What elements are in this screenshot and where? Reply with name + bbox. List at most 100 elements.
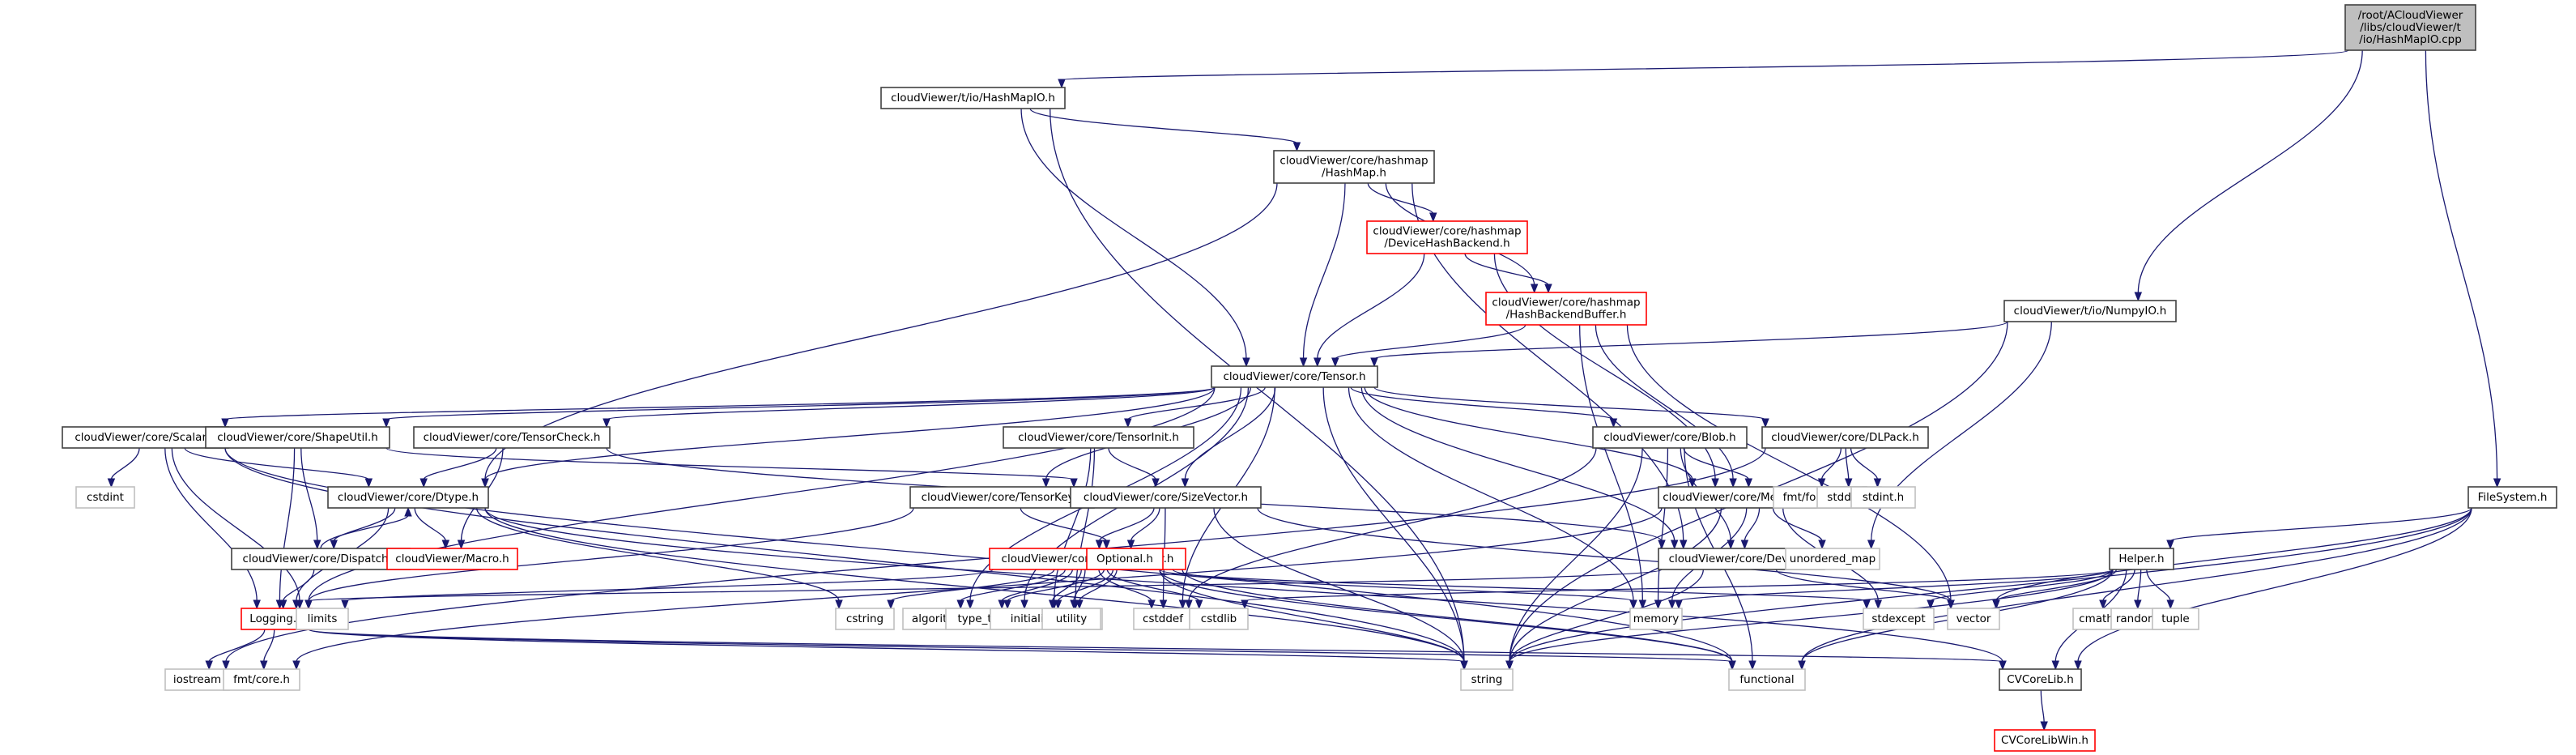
- edge-sizevector-to-optional: [1126, 507, 1160, 550]
- arrowhead-icon: [1629, 599, 1637, 610]
- edge-line: [423, 447, 497, 480]
- arrowhead-icon: [2166, 599, 2174, 610]
- node-box: [223, 668, 300, 691]
- edge-line: [1657, 447, 1669, 602]
- arrowhead-icon: [1003, 599, 1011, 610]
- arrowhead-icon: [1873, 478, 1882, 488]
- edge-shapeutil-to-logging: [275, 447, 296, 610]
- node-tensor[interactable]: cloudViewer/core/Tensor.h: [1211, 365, 1378, 388]
- edge-dtype-to-dispatch: [330, 507, 396, 550]
- node-label: /root/ACloudViewer: [2358, 9, 2463, 22]
- edge-smallvector-to-type_traits: [998, 569, 1073, 610]
- arrowhead-icon: [419, 478, 428, 488]
- edge-helper-to-stdexcept: [1927, 569, 2114, 610]
- edge-line: [110, 447, 140, 480]
- edge-line: [1678, 569, 2114, 602]
- edge-line: [385, 386, 1216, 420]
- node-macro[interactable]: cloudViewer/Macro.h: [386, 548, 518, 570]
- node-blob[interactable]: cloudViewer/core/Blob.h: [1592, 426, 1748, 449]
- node-dlpack[interactable]: cloudViewer/core/DLPack.h: [1761, 426, 1929, 449]
- arrowhead-icon: [998, 599, 1006, 610]
- node-shapeutil[interactable]: cloudViewer/core/ShapeUtil.h: [205, 426, 390, 449]
- edge-line: [1130, 507, 1160, 542]
- node-fmtcore: fmt/core.h: [223, 668, 300, 691]
- node-cvcorelib[interactable]: CVCoreLib.h: [1999, 668, 2082, 691]
- node-dispatch[interactable]: cloudViewer/core/Dispatch.h: [231, 548, 411, 570]
- node-box: [1211, 365, 1378, 388]
- node-box: [880, 87, 1066, 109]
- node-hashmapio[interactable]: cloudViewer/t/io/HashMapIO.h: [880, 87, 1066, 109]
- edge-optional-to-initializer_list: [1054, 569, 1114, 610]
- edge-line: [300, 447, 318, 542]
- node-box: [1086, 548, 1164, 570]
- edge-optional-to-type_traits: [1003, 569, 1105, 610]
- edge-devicehash-to-hashbuffer: [1464, 253, 1552, 294]
- arrowhead-icon: [1999, 660, 2007, 671]
- edge-dlpack-to-stddef: [1845, 447, 1853, 488]
- node-numpyio[interactable]: cloudViewer/t/io/NumpyIO.h: [2003, 300, 2177, 322]
- edge-devicehash-to-tensor: [1314, 253, 1425, 368]
- edge-dtype-to-cstring: [475, 507, 843, 610]
- node-sizevector[interactable]: cloudViewer/core/SizeVector.h: [1070, 486, 1262, 509]
- edge-blob-to-cstddef: [1185, 447, 1597, 610]
- node-cstdlib: cstdlib: [1189, 608, 1249, 630]
- arrowhead-icon: [2074, 660, 2082, 671]
- edge-memorymanager-to-device: [1740, 507, 1761, 550]
- node-tensorinit[interactable]: cloudViewer/core/TensorInit.h: [1003, 426, 1194, 449]
- node-box: [1728, 668, 1806, 691]
- node-cvcorelibwin[interactable]: CVCoreLibWin.h: [1994, 729, 2096, 752]
- node-box: [1629, 608, 1683, 630]
- edge-numpyio-to-unordered_map: [1867, 321, 2052, 550]
- edge-helper-to-random: [2134, 569, 2142, 610]
- node-iostream: iostream: [164, 668, 230, 691]
- node-hashmap[interactable]: cloudViewer/core/hashmap/HashMap.h: [1273, 150, 1435, 184]
- node-dtype[interactable]: cloudViewer/core/Dtype.h: [327, 486, 489, 509]
- arrowhead-icon: [260, 660, 268, 671]
- arrowhead-icon: [887, 599, 895, 610]
- node-optional[interactable]: Optional.h: [1086, 548, 1164, 570]
- node-label: cloudViewer/core/SizeVector.h: [1084, 491, 1248, 504]
- edge-line: [208, 629, 266, 663]
- node-devicehash[interactable]: cloudViewer/core/hashmap/DeviceHashBacke…: [1366, 220, 1528, 254]
- node-label: cloudViewer/core/Blob.h: [1603, 431, 1735, 444]
- node-box: [205, 426, 390, 449]
- edge-line: [1029, 108, 1298, 144]
- node-filesystem[interactable]: FileSystem.h: [2467, 486, 2557, 509]
- arrowhead-icon: [1041, 478, 1050, 488]
- edge-blob-to-memory: [1654, 447, 1669, 610]
- node-box: [296, 608, 349, 630]
- edge-line: [1001, 569, 1073, 602]
- node-utility: utility: [1041, 608, 1101, 630]
- edge-line: [1579, 324, 1643, 602]
- edge-optional-to-stdexcept: [1159, 569, 1871, 610]
- edge-tensor-to-sizevector: [1181, 386, 1276, 488]
- node-tensorcheck[interactable]: cloudViewer/core/TensorCheck.h: [413, 426, 611, 449]
- edge-line: [184, 447, 369, 480]
- node-label: cloudViewer/core/Device.h: [1669, 552, 1815, 565]
- arrowhead-icon: [1124, 418, 1132, 429]
- edge-line: [1626, 324, 1952, 602]
- edge-line: [1020, 507, 1107, 542]
- arrowhead-icon: [1242, 357, 1250, 368]
- node-label: CVCoreLibWin.h: [2001, 734, 2088, 747]
- edge-dlpack-to-fmtformat: [1817, 447, 1842, 488]
- node-box: [2467, 486, 2557, 509]
- edge-line: [1775, 569, 1952, 602]
- arrowhead-icon: [2099, 599, 2107, 610]
- edge-line: [320, 514, 409, 549]
- edge-line: [1098, 569, 1152, 602]
- arrowhead-icon: [1429, 212, 1437, 223]
- node-hashbuffer[interactable]: cloudViewer/core/hashmap/HashBackendBuff…: [1485, 292, 1647, 326]
- edge-dlpack-to-stdint: [1850, 447, 1882, 488]
- node-helper[interactable]: Helper.h: [2109, 548, 2174, 570]
- edge-line: [606, 386, 1216, 420]
- node-scalar[interactable]: cloudViewer/core/Scalar.h: [62, 426, 229, 449]
- arrowhead-icon: [404, 506, 412, 517]
- edge-line: [308, 507, 914, 602]
- edge-logging-to-iostream: [205, 629, 266, 671]
- edge-line: [475, 507, 840, 602]
- edge-hashmap-to-devicehash: [1367, 182, 1437, 223]
- edge-logging-to-string: [308, 629, 1468, 671]
- node-tensorkey[interactable]: cloudViewer/core/TensorKey.h: [909, 486, 1095, 509]
- arrowhead-icon: [292, 599, 300, 610]
